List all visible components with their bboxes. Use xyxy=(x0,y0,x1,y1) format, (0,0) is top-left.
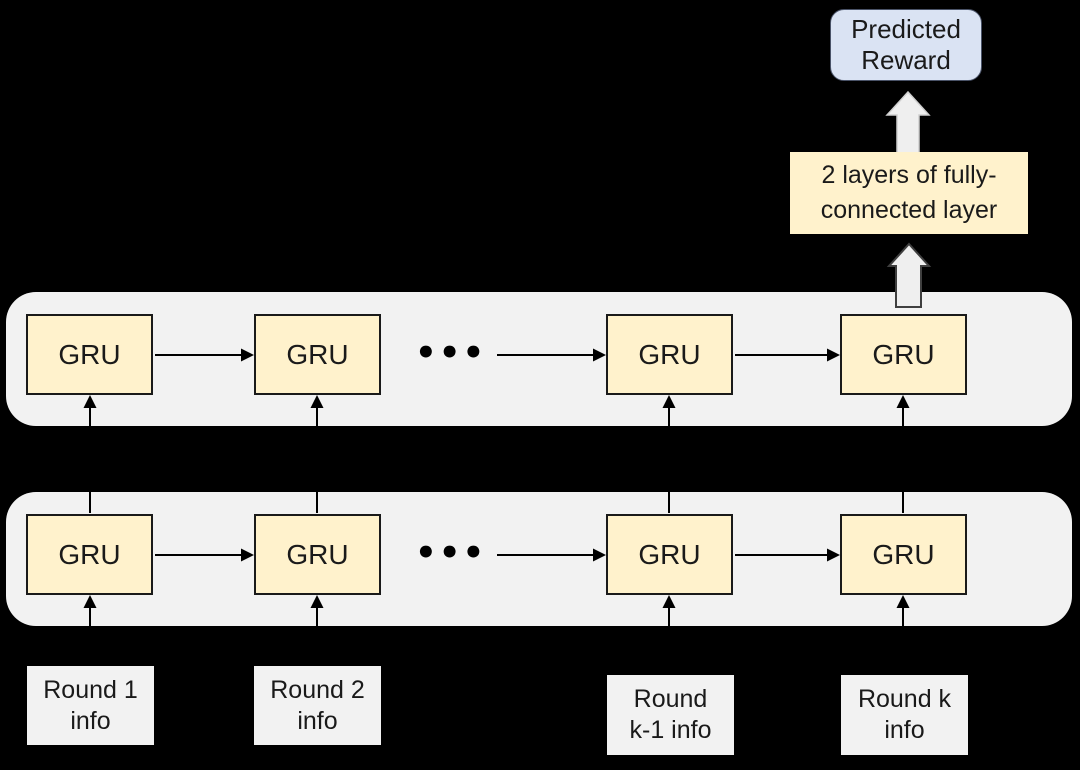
input-round-1-line2: info xyxy=(70,706,111,735)
input-round-k-1-box: Round k-1 info xyxy=(607,675,734,755)
gru-top-2-label: GRU xyxy=(286,338,349,370)
arrow-bottom-gru1-gru2 xyxy=(155,548,254,562)
gru-top-4-label: GRU xyxy=(872,338,935,370)
gru-top-3: GRU xyxy=(606,314,733,395)
gru-top-2: GRU xyxy=(254,314,381,395)
ellipsis-icon-top: ••• xyxy=(415,333,487,373)
input-round-k-line2: info xyxy=(884,716,925,744)
input-round-k-1-line1: Round xyxy=(633,685,708,713)
ellipsis-icon-bottom: ••• xyxy=(415,533,487,573)
gru-bottom-1-label: GRU xyxy=(58,538,121,570)
input-round-k-1-line2: k-1 info xyxy=(629,716,712,744)
gru-top-4: GRU xyxy=(840,314,967,395)
gru-bottom-3: GRU xyxy=(606,514,733,595)
input-round-k-box: Round k info xyxy=(841,675,968,755)
arrow-bottom-dots-gru3 xyxy=(497,548,606,562)
input-round-2-line2: info xyxy=(297,706,338,735)
arrows-inputs-to-bottom-layer xyxy=(83,595,910,668)
gru-top-1: GRU xyxy=(26,314,153,395)
gru-bottom-2: GRU xyxy=(254,514,381,595)
input-round-2-line1: Round 2 xyxy=(270,675,365,704)
predicted-reward-label-line2: Reward xyxy=(861,45,951,75)
arrow-bottom-gru3-gru4 xyxy=(735,548,840,562)
input-round-2-box: Round 2 info xyxy=(254,666,381,745)
arrow-top-dots-gru3 xyxy=(497,348,606,362)
fc-label-line2: connected layer xyxy=(820,196,998,224)
input-round-k-line1: Round k xyxy=(857,685,952,713)
gru-bottom-1: GRU xyxy=(26,514,153,595)
arrow-top-gru3-gru4 xyxy=(735,348,840,362)
arrows-bottom-to-top-layer xyxy=(83,395,910,513)
arrow-top-gru1-gru2 xyxy=(155,348,254,362)
fc-label-line1: 2 layers of fully- xyxy=(821,161,997,189)
block-arrow-to-predicted-reward xyxy=(885,90,931,157)
input-round-1-box: Round 1 info xyxy=(27,666,154,745)
gru-bottom-4-label: GRU xyxy=(872,538,935,570)
gru-top-3-label: GRU xyxy=(638,338,701,370)
gru-bottom-4: GRU xyxy=(840,514,967,595)
input-round-1-line1: Round 1 xyxy=(43,675,138,704)
gru-bottom-3-label: GRU xyxy=(638,538,701,570)
predicted-reward-label-line1: Predicted xyxy=(851,14,961,44)
gru-top-1-label: GRU xyxy=(58,338,121,370)
predicted-reward-box: Predicted Reward xyxy=(830,9,982,81)
block-arrow-to-fc-layer xyxy=(886,242,932,308)
gru-bottom-2-label: GRU xyxy=(286,538,349,570)
fully-connected-layer-box: 2 layers of fully- connected layer xyxy=(790,152,1028,234)
